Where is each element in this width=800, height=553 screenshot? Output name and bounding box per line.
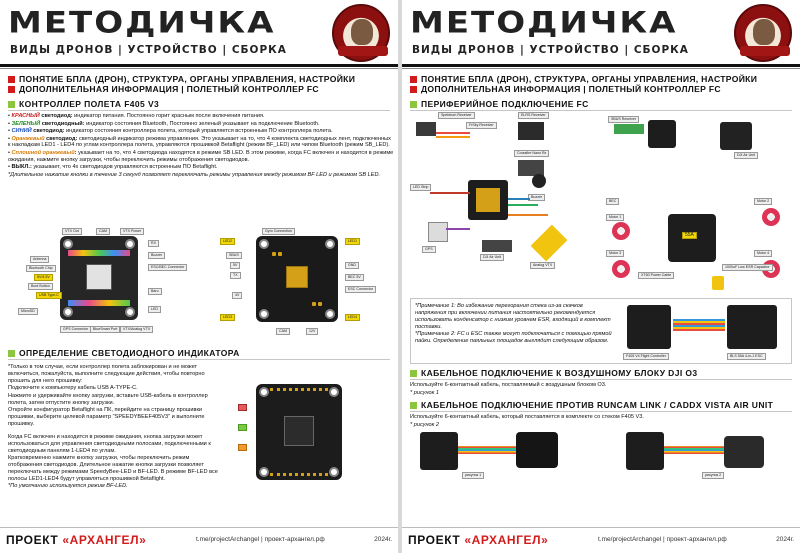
fc-board-image (627, 305, 671, 349)
runcam-text: Используйте 6-контактный кабель, который… (410, 414, 644, 428)
footer-year: 2024г. (776, 536, 794, 543)
board-label: RX (148, 240, 159, 247)
section-title: КОНТРОЛЛЕР ПОЛЕТА F405 V3 (8, 99, 159, 109)
telegram-link[interactable]: t.me/projectArchangel (598, 536, 662, 543)
board-label: TX (230, 272, 241, 279)
brand-title: МЕТОДИЧКА (410, 6, 678, 40)
flight-controller-board-top (60, 236, 138, 320)
led-description: • КРАСНЫЙ светодиод: индикатор питания. … (8, 113, 394, 178)
board-label: Buzzer (148, 252, 166, 259)
board-label: LED1 (345, 238, 360, 245)
board-label: ESC Connector (345, 286, 376, 293)
right-page: МЕТОДИЧКА ВИДЫ ДРОНОВ | УСТРОЙСТВО | СБО… (402, 0, 800, 553)
divider (402, 68, 800, 69)
led-indicator-text: *Только в том случае, если контроллер по… (8, 364, 218, 490)
board-label: MicroSD (18, 308, 38, 315)
board-label: ESC/BEC Connector (148, 264, 188, 271)
led-indicator-board (256, 384, 342, 480)
board-label: VTX Out (62, 228, 82, 235)
divider (0, 68, 398, 69)
divider (410, 411, 792, 412)
peripheral-wiring-diagram: Spektrum Receiver FrSky Receiver ELRS Re… (410, 112, 600, 294)
page-gutter (398, 0, 402, 553)
telegram-link[interactable]: t.me/projectArchangel (196, 536, 260, 543)
board-label: Boot Button (28, 283, 53, 290)
footer-year: 2024г. (374, 536, 392, 543)
note-box: *Примечание 1: Во избежание перегорания … (410, 298, 792, 364)
section-title: КАБЕЛЬНОЕ ПОДКЛЮЧЕНИЕ ПРОТИВ RUNCAM LINK… (410, 400, 773, 410)
board-label: GND (345, 262, 359, 269)
dji-o3-air-unit-image (516, 432, 558, 468)
section-title: КАБЕЛЬНОЕ ПОДКЛЮЧЕНИЕ К ВОЗДУШНОМУ БЛОКУ… (410, 368, 697, 378)
esc-motor-diagram: SBUS Receiver DJI Air Unit BEC Motor 1 M… (602, 112, 792, 294)
board-label: LED4 (345, 314, 360, 321)
divider (8, 110, 390, 111)
board-label: BlueSmart Port (90, 326, 121, 333)
brand-title: МЕТОДИЧКА (8, 6, 276, 40)
board-label: 5V (230, 262, 241, 269)
flight-controller-board-bottom (256, 236, 338, 322)
board-label: Baro (148, 288, 162, 295)
divider (8, 359, 390, 360)
green-square-icon (8, 100, 15, 108)
archangel-emblem-icon (332, 4, 390, 62)
divider (402, 64, 800, 67)
brand-subtitle: ВИДЫ ДРОНОВ | УСТРОЙСТВО | СБОРКА (412, 44, 689, 56)
red-square-icon (410, 85, 417, 93)
divider (0, 64, 398, 67)
fc-image-1 (420, 432, 458, 470)
board-label: LED2 (220, 238, 235, 245)
board-label: 12V (306, 328, 319, 335)
fc-image-2 (626, 432, 664, 470)
figure-caption: рисунок 1 (462, 472, 485, 479)
divider (410, 379, 792, 380)
red-square-icon (8, 75, 15, 83)
board-label: VTX/Analog VTX (120, 326, 154, 333)
footer: ПРОЕКТ «АРХАНГЕЛ» t.me/projectArchangel … (0, 527, 398, 553)
board-label: CAM (276, 328, 290, 335)
board-label: GPS Connector (60, 326, 92, 333)
green-square-icon (8, 349, 15, 357)
section-title: ПЕРИФЕРИЙНОЕ ПОДКЛЮЧЕНИЕ FC (410, 99, 589, 109)
red-square-icon (410, 75, 417, 83)
board-label: USB Type-C (36, 292, 62, 299)
board-label: 4V (232, 292, 243, 299)
esc-board-image (727, 305, 777, 349)
vista-air-unit-image (724, 436, 764, 468)
board-label: BEC 5V (345, 274, 364, 281)
board-label: Antenna (30, 256, 50, 263)
board-label: SBUS (226, 252, 242, 259)
green-led-marker (238, 424, 247, 431)
page-heading: ПОНЯТИЕ БПЛА (ДРОН), СТРУКТУРА, ОРГАНЫ У… (8, 74, 390, 94)
orange-led-marker (238, 444, 247, 451)
board-label: 5V/4.5V (34, 274, 53, 281)
board-label: Gyro Connection (262, 228, 295, 235)
red-led-marker (238, 404, 247, 411)
board-label: VTX Power (120, 228, 145, 235)
green-square-icon (410, 401, 417, 409)
board-label: Bluetooth Chip (26, 265, 56, 272)
site-link[interactable]: проект-архангел.рф (264, 536, 325, 543)
board-label: LED3 (220, 314, 235, 321)
green-square-icon (410, 369, 417, 377)
site-link[interactable]: проект-архангел.рф (666, 536, 727, 543)
section-title: ОПРЕДЕЛЕНИЕ СВЕТОДИОДНОГО ИНДИКАТОРА (8, 348, 240, 358)
board-label: LED (148, 306, 161, 313)
red-square-icon (8, 85, 15, 93)
archangel-emblem-icon (734, 4, 792, 62)
left-page: МЕТОДИЧКА ВИДЫ ДРОНОВ | УСТРОЙСТВО | СБО… (0, 0, 398, 553)
page-heading: ПОНЯТИЕ БПЛА (ДРОН), СТРУКТУРА, ОРГАНЫ У… (410, 74, 792, 94)
footer: ПРОЕКТ «АРХАНГЕЛ» t.me/projectArchangel … (402, 527, 800, 553)
board-label: CAM (96, 228, 110, 235)
divider (410, 110, 792, 111)
brand-subtitle: ВИДЫ ДРОНОВ | УСТРОЙСТВО | СБОРКА (10, 44, 287, 56)
figure-caption: рисунок 2 (702, 472, 725, 479)
o3-text: Используйте 6-контактный кабель, поставл… (410, 382, 607, 396)
green-square-icon (410, 100, 417, 108)
